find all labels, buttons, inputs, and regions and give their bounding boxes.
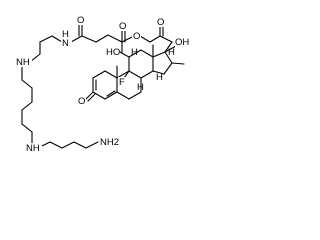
succinate-ester-chain — [70, 23, 173, 53]
amide-oxygen-label: O — [77, 15, 84, 26]
c8-hydrogen-label: H — [137, 82, 144, 93]
steroid-ring-c — [128, 49, 154, 79]
amide-nitrogen-label: N — [62, 38, 69, 49]
steroid-ring-a — [85, 70, 118, 102]
secondary-amine-2-label: NH — [26, 143, 40, 154]
primary-amine-label: NH2 — [100, 137, 119, 148]
polyamine-chain — [21, 35, 99, 149]
c16-hydrogen-label: H — [168, 47, 175, 58]
c11-hydrogen-label: H — [131, 47, 138, 58]
c14-hydrogen-label: H — [156, 72, 163, 83]
amide-hydrogen-label: H — [62, 29, 69, 40]
c20-ketone-oxygen-label: O — [157, 17, 164, 28]
secondary-amine-1-label: NH — [16, 57, 30, 68]
core-substituents — [116, 51, 130, 79]
c11-hydroxyl-label: HO — [106, 47, 120, 58]
ester-carbonyl-oxygen-label: O — [119, 21, 126, 32]
atom-labels: N H O O O O OH HO H F H H H O NH NH NH2 — [15, 15, 190, 154]
c3-ketone-oxygen-label: O — [78, 96, 85, 107]
ester-linking-oxygen-label: O — [133, 31, 140, 42]
c17-hydroxyl-label: OH — [175, 37, 189, 48]
steroid-ring-d — [152, 41, 185, 75]
fluorine-label: F — [119, 77, 125, 88]
chemical-structure-diagram: N H O O O O OH HO H F H H H O NH NH NH2 — [15, 15, 190, 154]
steroid-ring-b — [116, 70, 142, 100]
